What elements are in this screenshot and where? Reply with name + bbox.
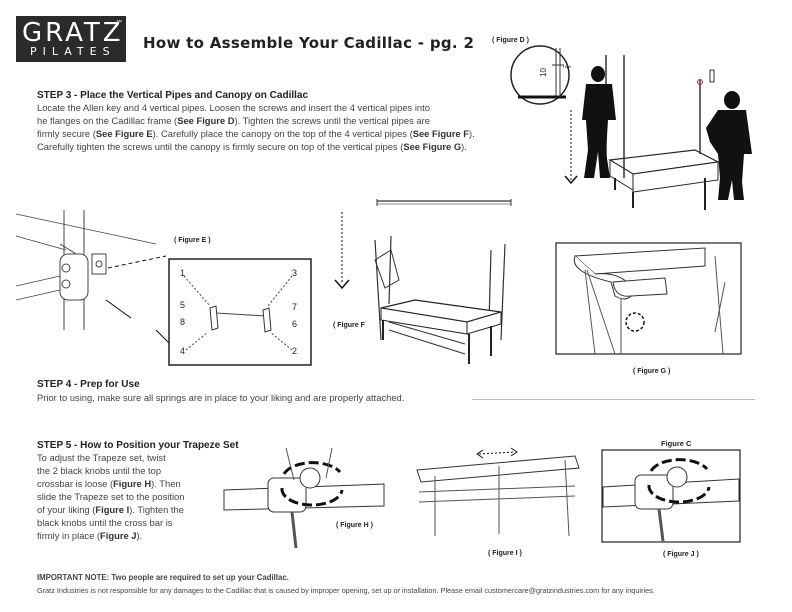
figure-e-number-6: 6: [292, 319, 297, 329]
step5-line2: the 2 black knobs until the top: [37, 464, 227, 477]
step5-heading: STEP 5 - How to Position your Trapeze Se…: [37, 440, 239, 451]
figure-e-number-3: 3: [292, 268, 297, 278]
gratz-pilates-logo: GRATZ ™ PILATES: [16, 16, 126, 62]
figure-i-caption: ( Figure I ): [488, 550, 522, 557]
step3-text: Locate the Allen key and 4 vertical pipe…: [37, 101, 527, 153]
figure-e-corner-illustration: [16, 210, 176, 370]
figure-e-number-1: 1: [180, 268, 185, 278]
logo-subtitle: PILATES: [30, 45, 116, 58]
logo-wordmark: GRATZ: [22, 18, 124, 48]
step3-line3: firmly secure (See Figure E). Carefully …: [37, 127, 527, 140]
page-title: How to Assemble Your Cadillac - pg. 2: [143, 34, 474, 52]
step4-text: Prior to using, make sure all springs ar…: [37, 391, 404, 404]
step4-heading: STEP 4 - Prep for Use: [37, 379, 140, 390]
figure-f-arrow: [334, 210, 354, 292]
figure-j-illustration: [601, 449, 741, 543]
figure-g-caption: ( Figure G ): [633, 368, 670, 375]
figure-f-illustration: [365, 230, 515, 370]
figure-j-caption: ( Figure J ): [663, 551, 699, 558]
step5-line7: firmly in place (Figure J).: [37, 529, 227, 542]
figure-c-label: Figure C: [661, 439, 691, 448]
figure-e-number-7: 7: [292, 302, 297, 312]
figure-e-number-4: 4: [180, 346, 185, 356]
step3-line1: Locate the Allen key and 4 vertical pipe…: [37, 101, 527, 114]
step3-line2: he flanges on the Cadillac frame (See Fi…: [37, 114, 527, 127]
figure-g-illustration: [555, 242, 742, 355]
step5-line5: of your liking (Figure I). Tighten the: [37, 503, 227, 516]
figure-e-caption: ( Figure E ): [174, 237, 211, 244]
step5-line4: slide the Trapeze set to the position: [37, 490, 227, 503]
figure-e-number-2: 2: [292, 346, 297, 356]
disclaimer: Gratz Industries is not responsible for …: [37, 586, 655, 595]
figure-d-illustration: [520, 50, 790, 220]
important-note: IMPORTANT NOTE: Two people are required …: [37, 573, 289, 582]
figure-f-caption: ( Figure F: [333, 322, 365, 329]
step3-heading: STEP 3 - Place the Vertical Pipes and Ca…: [37, 90, 308, 101]
step5-line3: crossbar is loose (Figure H). Then: [37, 477, 227, 490]
step5-line6: black knobs until the cross bar is: [37, 516, 227, 529]
step3-line4: Carefully tighten the screws until the c…: [37, 140, 527, 153]
figure-h-caption: ( Figure H ): [336, 522, 373, 529]
figure-e-number-8: 8: [180, 317, 185, 327]
step5-text: To adjust the Trapeze set, twist the 2 b…: [37, 451, 227, 542]
trademark-mark: ™: [116, 20, 122, 26]
step4-divider: [472, 399, 755, 400]
step5-line1: To adjust the Trapeze set, twist: [37, 451, 227, 464]
figure-e-number-5: 5: [180, 300, 185, 310]
figure-h-illustration: [222, 448, 390, 548]
figure-d-caption: ( Figure D ): [492, 37, 529, 44]
canopy-rail-illustration: [375, 196, 515, 208]
figure-i-illustration: [415, 446, 583, 540]
